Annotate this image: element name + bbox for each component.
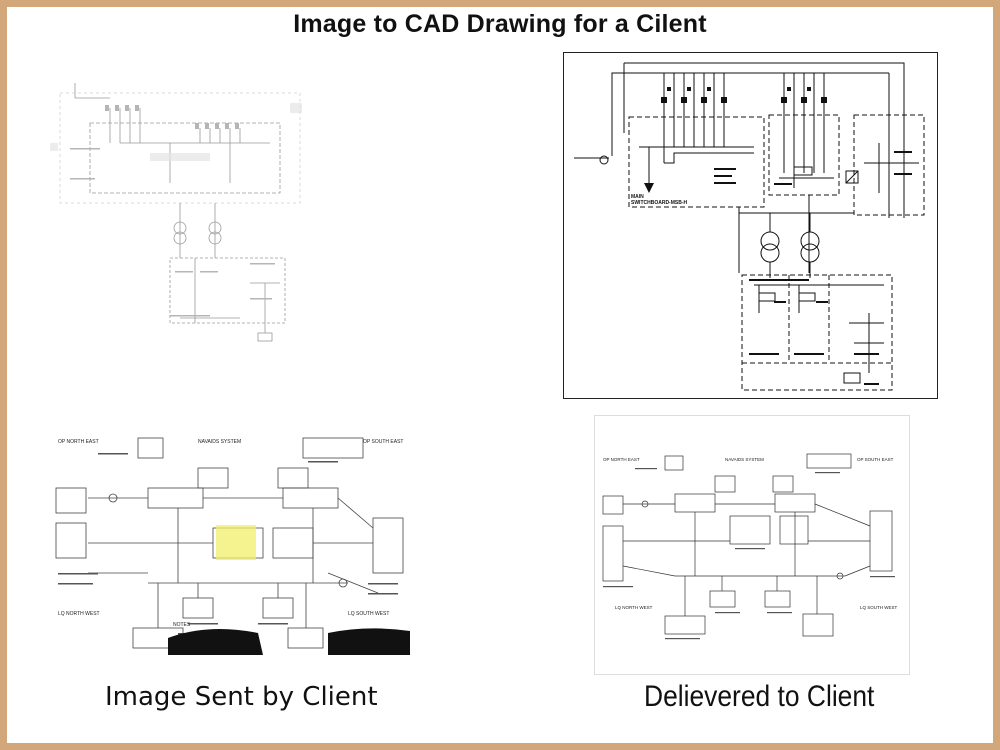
- navaids-system-label: NAVAIDS SYSTEM: [198, 439, 241, 445]
- main-label: MAIN: [631, 194, 644, 200]
- highlight-box: [216, 525, 256, 560]
- redaction-blob-right: [328, 628, 410, 655]
- redaction-blob-left: [168, 629, 263, 655]
- lq-south-west-label: LQ SOUTH WEST: [348, 611, 389, 617]
- caption-image-sent-by-client: Image Sent by Client: [105, 682, 378, 712]
- cad-single-line-diagram: MAIN SWITCHBOARD-MSB-H: [563, 52, 938, 399]
- op-north-east-label: OP NORTH EAST: [603, 457, 640, 462]
- cad-navaids-diagram: OP NORTH EAST NAVAIDS SYSTEM OP SOUTH EA…: [594, 415, 910, 675]
- notes-label: NOTES: [173, 622, 191, 628]
- lq-north-west-label: LQ NORTH WEST: [58, 611, 100, 617]
- op-south-east-label: OP SOUTH EAST: [857, 457, 894, 462]
- caption-delivered-to-client: Delievered to Client: [644, 680, 875, 713]
- lq-south-west-label: LQ SOUTH WEST: [860, 605, 898, 610]
- lq-north-west-label: LQ NORTH WEST: [615, 605, 653, 610]
- switchboard-label: SWITCHBOARD-MSB-H: [631, 200, 687, 206]
- client-scan-single-line-diagram: [50, 83, 310, 368]
- page-title: Image to CAD Drawing for a Cilent: [293, 10, 707, 38]
- op-north-east-label: OP NORTH EAST: [58, 439, 99, 445]
- navaids-system-label: NAVAIDS SYSTEM: [725, 457, 764, 462]
- op-south-east-label: OP SOUTH EAST: [363, 439, 403, 445]
- client-scan-navaids-diagram: OP NORTH EAST NAVAIDS SYSTEM OP SOUTH EA…: [48, 433, 410, 655]
